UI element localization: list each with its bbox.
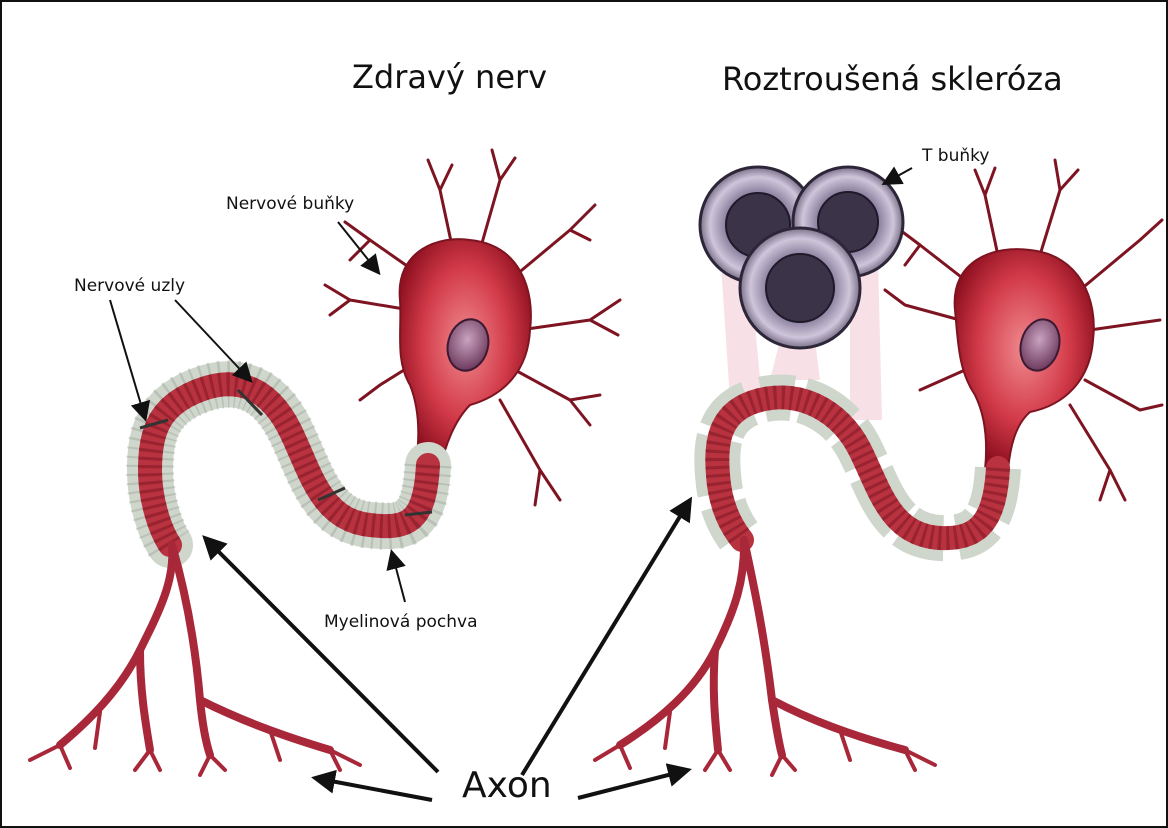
healthy-neuron	[30, 150, 620, 775]
title-healthy-nerve: Zdravý nerv	[352, 58, 547, 96]
arrow-t-cells	[885, 168, 912, 183]
title-multiple-sclerosis: Roztroušená skleróza	[722, 60, 1063, 98]
ms-neuron	[595, 160, 1162, 775]
arrow-axon-1	[205, 538, 438, 772]
label-axon: Axon	[462, 765, 552, 806]
arrow-axon-2	[315, 778, 432, 800]
t-cell-icon	[740, 228, 860, 348]
arrow-axon-4	[578, 770, 688, 798]
arrow-nerve-cells	[338, 222, 378, 272]
label-nerve-nodes: Nervové uzly	[74, 276, 185, 296]
label-nerve-cells: Nervové buňky	[226, 194, 354, 214]
label-t-cells: T buňky	[922, 146, 989, 166]
healthy-terminals	[60, 545, 330, 755]
label-myelin-sheath: Myelinová pochva	[324, 612, 477, 632]
arrow-axon-3	[522, 500, 690, 775]
arrow-myelin	[392, 553, 405, 602]
arrow-node-1	[110, 300, 145, 418]
ms-terminals	[620, 540, 905, 755]
